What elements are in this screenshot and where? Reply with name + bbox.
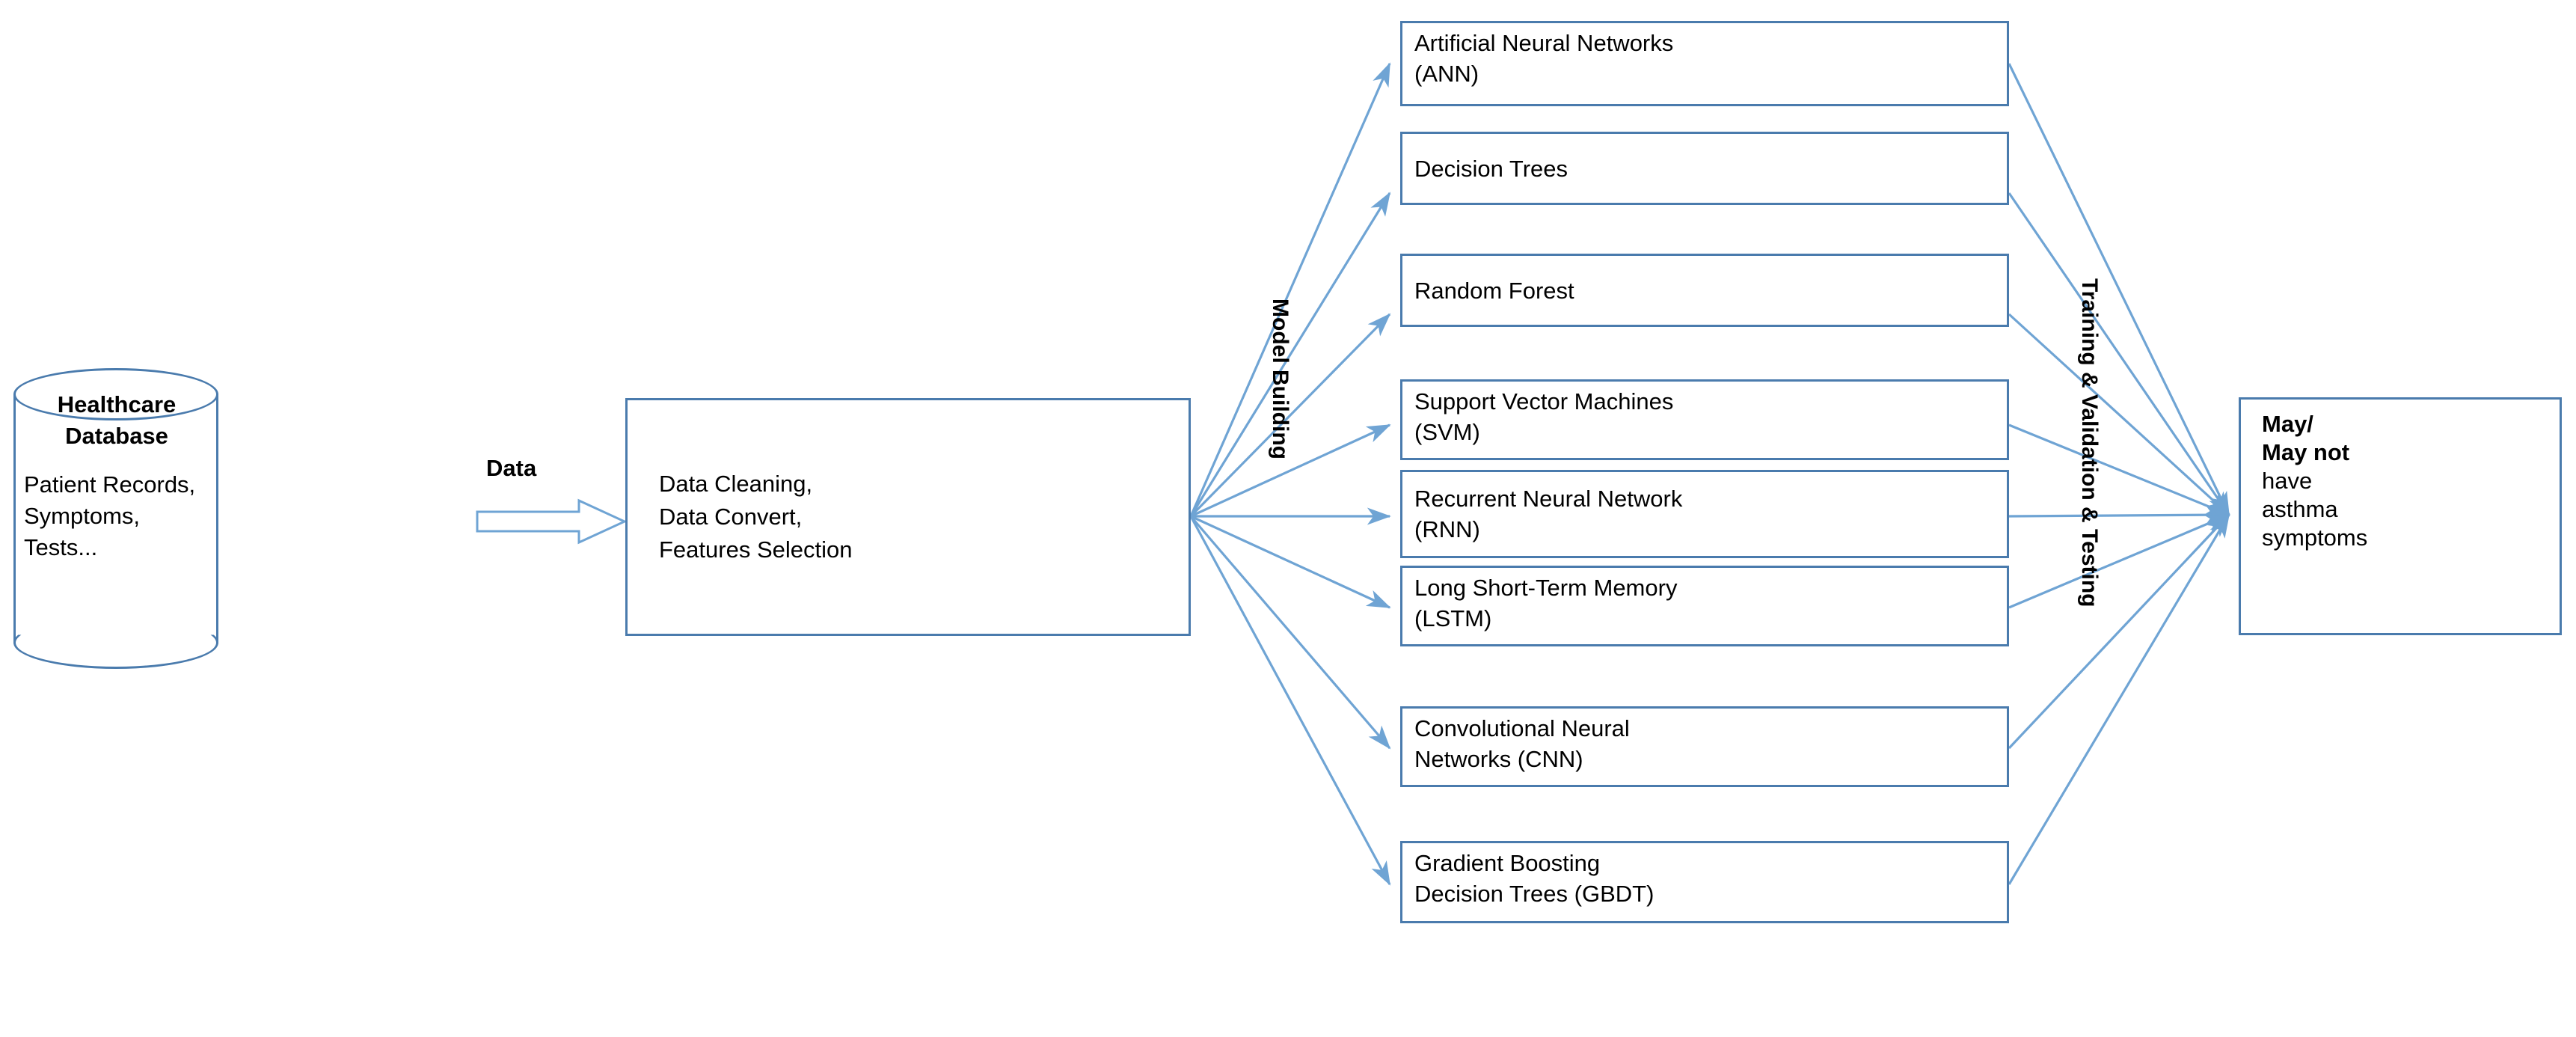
model-box-artificial-neural-networks: Artificial Neural Networks (ANN) (1400, 21, 2009, 106)
model-line-7-2: Decision Trees (GBDT) (1414, 881, 1655, 907)
cylinder-body-shape (13, 394, 218, 643)
model-line-0-2: (ANN) (1414, 61, 1479, 87)
outcome-text-group: May/ May not have asthma symptoms (2241, 400, 2560, 633)
model-line-2-1: Random Forest (1414, 277, 1574, 304)
model-line-4-1: Recurrent Neural Network (1414, 486, 1683, 512)
database-contents-line-3: Tests... (24, 534, 98, 560)
model-line-5-1: Long Short-Term Memory (1414, 575, 1678, 601)
model-box-recurrent-neural-network: Recurrent Neural Network (RNN) (1400, 470, 2009, 558)
database-contents-line-2: Symptoms, (24, 503, 141, 529)
model-line-5-2: (LSTM) (1414, 605, 1492, 631)
cylinder-text-group: Healthcare Database Patient Records, Sym… (13, 368, 220, 669)
model-line-7-1: Gradient Boosting (1414, 850, 1601, 876)
model-box-long-short-term-memory: Long Short-Term Memory (LSTM) (1400, 566, 2009, 646)
preprocessing-line-1: Data Cleaning, (659, 471, 813, 497)
preprocessing-line-3: Features Selection (659, 536, 853, 563)
model-text-group-3: Support Vector Machines (SVM) (1402, 382, 2007, 458)
model-line-1-1: Decision Trees (1414, 155, 1568, 182)
model-line-0-1: Artificial Neural Networks (1414, 30, 1674, 56)
model-text-group-4: Recurrent Neural Network (RNN) (1402, 472, 2007, 556)
model-box-decision-trees: Decision Trees (1400, 132, 2009, 205)
model-line-6-2: Networks (CNN) (1414, 746, 1583, 772)
outcome-box: May/ May not have asthma symptoms (2239, 397, 2562, 635)
model-line-3-2: (SVM) (1414, 419, 1480, 445)
outcome-bold-line-1: May/ (2262, 411, 2313, 437)
data-flow-label: Data (486, 455, 537, 481)
preprocessing-text-group: Data Cleaning, Data Convert, Features Se… (628, 400, 1189, 634)
model-box-convolutional-neural-networks: Convolutional Neural Networks (CNN) (1400, 706, 2009, 787)
model-text-group-5: Long Short-Term Memory (LSTM) (1402, 568, 2007, 644)
stage-label-model-building: Model Building (1268, 299, 1292, 459)
healthcare-database-cylinder: Healthcare Database Patient Records, Sym… (13, 368, 220, 669)
stage-label-training-validation-testing: Training & Validation & Testing (2077, 278, 2102, 608)
model-box-random-forest: Random Forest (1400, 254, 2009, 327)
database-title: Healthcare Database (13, 389, 220, 452)
model-box-gradient-boosting-decision-trees: Gradient Boosting Decision Trees (GBDT) (1400, 841, 2009, 923)
outcome-plain-line-3: symptoms (2262, 524, 2368, 551)
database-title-line-1: Healthcare (57, 391, 177, 417)
model-line-6-1: Convolutional Neural (1414, 715, 1630, 741)
model-line-3-1: Support Vector Machines (1414, 388, 1674, 415)
cylinder-top-ellipse (13, 368, 218, 420)
database-title-line-2: Database (65, 423, 168, 449)
preprocessing-line-2: Data Convert, (659, 504, 803, 530)
model-text-group-7: Gradient Boosting Decision Trees (GBDT) (1402, 843, 2007, 921)
database-contents: Patient Records, Symptoms, Tests... (24, 469, 220, 563)
database-contents-line-1: Patient Records, (24, 471, 196, 498)
outcome-bold-line-2: May not (2262, 439, 2350, 465)
outcome-plain-line-2: asthma (2262, 496, 2338, 522)
model-text-group-2: Random Forest (1402, 256, 2007, 325)
model-box-support-vector-machines: Support Vector Machines (SVM) (1400, 379, 2009, 460)
model-line-4-2: (RNN) (1414, 516, 1480, 542)
model-text-group-1: Decision Trees (1402, 134, 2007, 203)
model-text-group-6: Convolutional Neural Networks (CNN) (1402, 709, 2007, 785)
model-text-group-0: Artificial Neural Networks (ANN) (1402, 23, 2007, 104)
outcome-plain-line-1: have (2262, 468, 2313, 494)
block-arrow-right-icon (476, 498, 627, 545)
preprocessing-box: Data Cleaning, Data Convert, Features Se… (625, 398, 1191, 636)
